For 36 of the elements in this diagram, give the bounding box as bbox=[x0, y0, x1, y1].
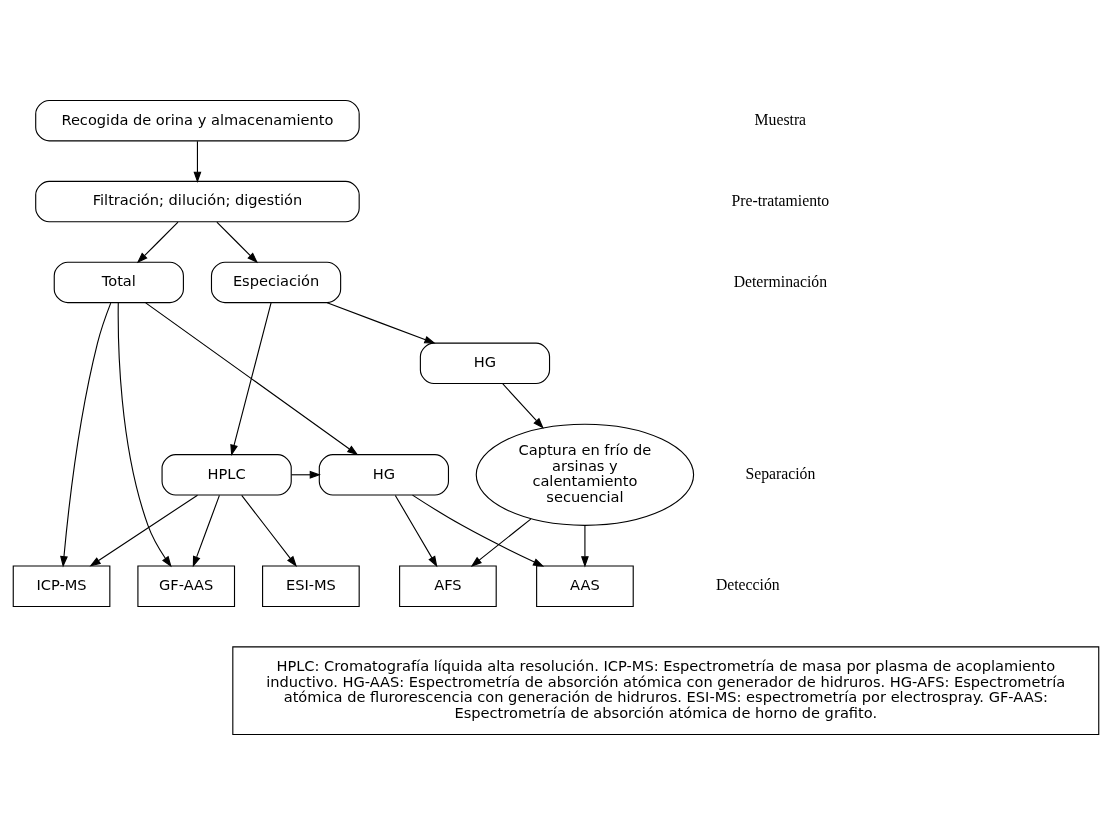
node-box: HPLC: Cromatografía líquida alta resolución. ICP-MS: Espectrometría de masa por plasma de acoplamiento inductivo. HG-AAS: Espectrometría de absorción atómica con generador de hidruros. HG-AFS: Espectrometría atómica de flurorescencia con generación de hidruros. ESI-MS: espectrometría por electrospray. GF-AAS: Espectrometría de absorción atómica de horno de grafito. bbox=[232, 646, 1100, 736]
arrow bbox=[394, 494, 438, 568]
label: Pre-tratamiento bbox=[731, 191, 830, 209]
arrow bbox=[581, 525, 589, 568]
node-box: Total bbox=[53, 261, 184, 304]
arrow bbox=[411, 494, 545, 567]
arrow bbox=[326, 302, 436, 344]
label: Detección bbox=[715, 576, 780, 594]
arrow bbox=[145, 302, 359, 456]
arrow bbox=[470, 518, 532, 567]
node-box: Filtración; dilución; digestión bbox=[35, 180, 360, 223]
node-box: ICP-MS bbox=[12, 565, 111, 608]
node-box: ESI-MS bbox=[262, 565, 360, 608]
arrow bbox=[241, 494, 297, 568]
node-ellipse: Captura en frío de arsinas y calentamiento secuencial bbox=[475, 423, 695, 526]
node-box: GF-AAS bbox=[137, 565, 236, 608]
arrow bbox=[60, 302, 112, 568]
arrow bbox=[290, 470, 321, 479]
arrow bbox=[216, 221, 259, 264]
node-box: HPLC bbox=[161, 454, 292, 496]
arrow bbox=[502, 383, 544, 429]
label: Muestra bbox=[754, 110, 807, 128]
arrow bbox=[136, 221, 179, 264]
arrow bbox=[117, 302, 172, 568]
node-box: AAS bbox=[536, 565, 634, 608]
node-box: HG bbox=[318, 454, 449, 496]
node-box: AFS bbox=[399, 565, 497, 608]
label: Determinación bbox=[733, 272, 828, 290]
node-box: HG bbox=[419, 342, 551, 385]
arrow bbox=[192, 494, 220, 568]
node-box: Recogida de orina y almacenamiento bbox=[35, 99, 360, 142]
node-box: Especiación bbox=[210, 261, 342, 304]
arrow bbox=[230, 302, 272, 456]
arrow bbox=[89, 494, 199, 567]
arrow bbox=[193, 140, 202, 183]
label: Separación bbox=[745, 464, 816, 482]
